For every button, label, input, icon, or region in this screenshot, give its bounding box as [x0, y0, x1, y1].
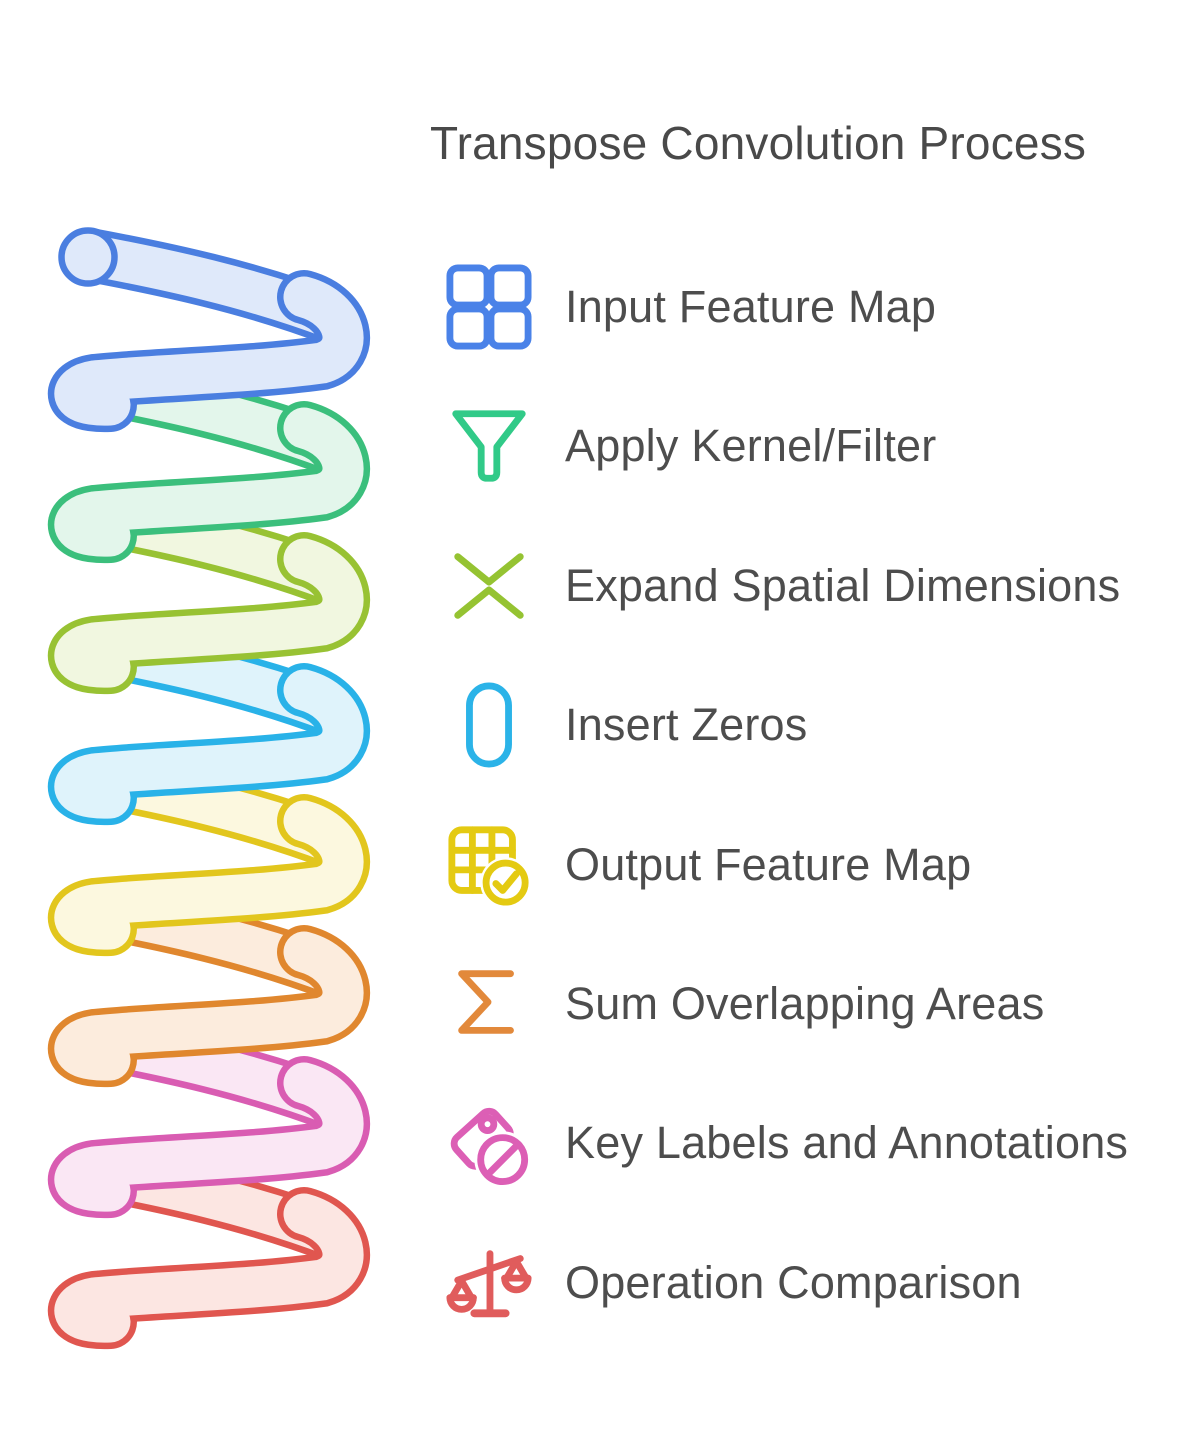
item-label: Sum Overlapping Areas: [565, 978, 1045, 1029]
item-label: Output Feature Map: [565, 839, 972, 890]
item-label: Apply Kernel/Filter: [565, 420, 937, 471]
sigma-icon: [446, 961, 532, 1047]
tag-slash-icon: [446, 1100, 532, 1186]
item-label: Key Labels and Annotations: [565, 1117, 1129, 1168]
item-label: Operation Comparison: [565, 1257, 1022, 1308]
list-item: Apply Kernel/Filter: [446, 403, 936, 489]
scale-balance-icon: [446, 1240, 532, 1326]
coil-end-cap: [58, 227, 118, 287]
item-label: Input Feature Map: [565, 281, 937, 332]
list-item: Operation Comparison: [446, 1240, 1022, 1326]
table-check-icon: [446, 822, 532, 908]
page-title: Transpose Convolution Process: [430, 117, 1087, 169]
list-item: Input Feature Map: [446, 264, 936, 350]
list-item: Output Feature Map: [446, 822, 971, 908]
list-item: Sum Overlapping Areas: [446, 961, 1044, 1047]
capsule-zero-icon: [446, 682, 532, 768]
collapse-vertical-icon: [446, 543, 532, 629]
list-item: Key Labels and Annotations: [446, 1100, 1128, 1186]
list-item: Insert Zeros: [446, 682, 807, 768]
funnel-icon: [446, 403, 532, 489]
item-label: Expand Spatial Dimensions: [565, 560, 1121, 611]
list-item: Expand Spatial Dimensions: [446, 543, 1120, 629]
item-label: Insert Zeros: [565, 699, 808, 750]
grid-2x2-icon: [446, 264, 532, 350]
spiral-spring: [48, 227, 370, 1350]
